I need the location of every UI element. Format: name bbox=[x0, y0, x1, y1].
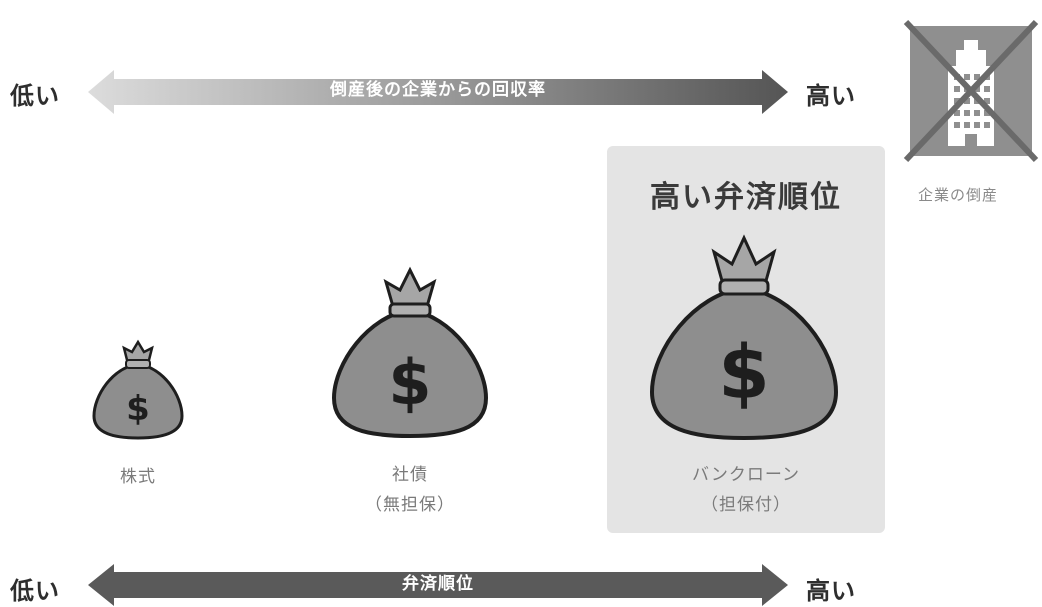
bankruptcy-caption: 企業の倒産 bbox=[918, 186, 999, 204]
top-axis-high-label: 高い bbox=[806, 82, 856, 110]
bag-label-bond-line1: 社債 bbox=[392, 465, 428, 485]
bag-large-dollar: $ bbox=[718, 330, 770, 416]
money-bag-small-icon: $ bbox=[92, 339, 184, 440]
bag-label-bank-loan: バンクローン （担保付） bbox=[646, 460, 846, 520]
bag-medium-dollar: $ bbox=[388, 346, 431, 419]
top-axis-low-label: 低い bbox=[10, 82, 60, 110]
bankruptcy-building-icon bbox=[903, 19, 1039, 163]
bag-label-bank-loan-line2: （担保付） bbox=[701, 495, 791, 515]
bottom-axis-low-label: 低い bbox=[10, 577, 60, 605]
money-bag-medium-icon: $ bbox=[331, 266, 489, 439]
bag-label-stock: 株式 bbox=[88, 462, 188, 492]
bag-small-dollar: $ bbox=[126, 389, 150, 429]
top-axis-arrow-label: 倒産後の企業からの回収率 bbox=[330, 80, 546, 100]
bag-label-bond: 社債 （無担保） bbox=[320, 460, 500, 520]
high-priority-title: 高い弁済順位 bbox=[650, 180, 842, 215]
top-axis-arrow bbox=[88, 70, 788, 114]
money-bag-large-icon: $ bbox=[649, 234, 839, 441]
bag-label-stock-line1: 株式 bbox=[120, 467, 156, 487]
bottom-axis-arrow bbox=[88, 564, 788, 606]
bag-label-bank-loan-line1: バンクローン bbox=[692, 465, 800, 485]
bottom-axis-arrow-label: 弁済順位 bbox=[402, 574, 474, 594]
bag-label-bond-line2: （無担保） bbox=[365, 495, 455, 515]
bottom-axis-high-label: 高い bbox=[806, 577, 856, 605]
